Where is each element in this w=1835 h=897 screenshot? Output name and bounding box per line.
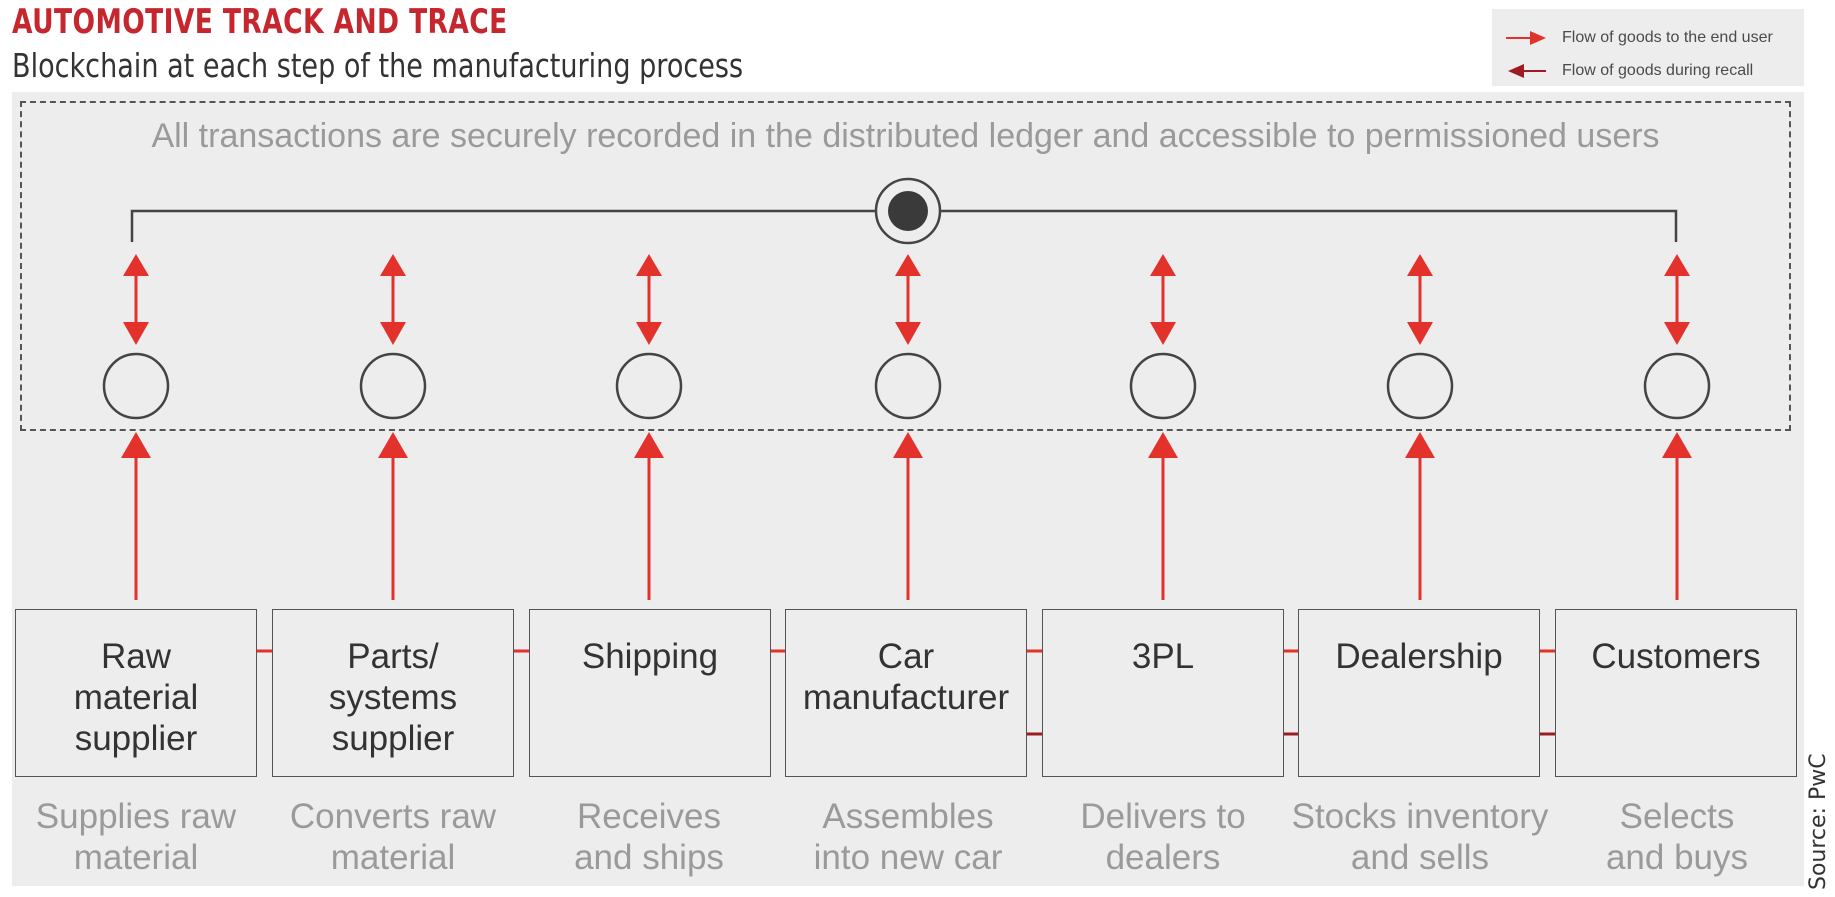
step-box: Shipping <box>529 609 771 777</box>
sync-arrow-up-6 <box>1407 254 1433 276</box>
sync-arrow-up-2 <box>380 254 406 276</box>
ledger-node-core <box>888 191 928 231</box>
record-arrow-head-1 <box>121 432 151 458</box>
record-arrow-head-7 <box>1662 432 1692 458</box>
step-box: Raw material supplier <box>15 609 257 777</box>
participant-node-1 <box>102 352 170 420</box>
participant-node-4 <box>874 352 942 420</box>
step-label: Customers <box>1591 637 1761 676</box>
distributed-ledger-box <box>20 101 1791 431</box>
step-description: Delivers to dealers <box>1080 797 1246 877</box>
step-label: Shipping <box>581 637 719 676</box>
recall-arrow-icon <box>1508 64 1546 78</box>
step-description: Assembles into new car <box>813 797 1003 877</box>
legend-label-recall: Flow of goods during recall <box>1562 62 1754 79</box>
sync-arrow-down-6 <box>1407 322 1433 345</box>
step-label: Car manufacturer <box>802 637 1010 717</box>
sync-arrow-up-3 <box>636 254 662 276</box>
sync-arrow-down-1 <box>123 322 149 345</box>
sync-arrow-up-1 <box>123 254 149 276</box>
record-arrow-head-2 <box>378 432 408 458</box>
step-label: Dealership <box>1335 637 1503 676</box>
ledger-caption: All transactions are securely recorded i… <box>151 117 1660 155</box>
sync-arrow-down-2 <box>380 322 406 345</box>
record-arrow-head-5 <box>1148 432 1178 458</box>
step-box: 3PL <box>1042 609 1284 777</box>
legend-label-forward: Flow of goods to the end user <box>1562 29 1773 46</box>
record-arrow-head-6 <box>1405 432 1435 458</box>
participant-node-7 <box>1643 352 1711 420</box>
sync-arrow-down-3 <box>636 322 662 345</box>
participant-node-3 <box>615 352 683 420</box>
step-description: Stocks inventory and sells <box>1291 797 1549 877</box>
step-box: Customers <box>1555 609 1797 777</box>
sync-arrow-down-7 <box>1664 322 1690 345</box>
step-description: Converts raw material <box>289 797 497 877</box>
legend-item-forward: Flow of goods to the end user <box>1492 25 1804 53</box>
page-title: AUTOMOTIVE TRACK AND TRACE <box>12 2 508 42</box>
participant-node-6 <box>1386 352 1454 420</box>
sync-arrow-up-4 <box>895 254 921 276</box>
step-box: Car manufacturer <box>785 609 1027 777</box>
sync-arrow-up-7 <box>1664 254 1690 276</box>
step-description: Receives and ships <box>574 797 724 877</box>
sync-arrow-down-4 <box>895 322 921 345</box>
source-note: Source: PwC <box>1806 753 1831 890</box>
step-description: Selects and buys <box>1605 797 1749 877</box>
legend-item-recall: Flow of goods during recall <box>1492 58 1804 86</box>
record-arrow-head-4 <box>893 432 923 458</box>
sync-arrow-down-5 <box>1150 322 1176 345</box>
step-box: Dealership <box>1298 609 1540 777</box>
forward-arrow-icon <box>1506 31 1546 45</box>
participant-node-5 <box>1129 352 1197 420</box>
step-label: Parts/ systems supplier <box>328 637 458 758</box>
sync-arrow-up-5 <box>1150 254 1176 276</box>
step-label: 3PL <box>1131 637 1195 676</box>
participant-node-2 <box>359 352 427 420</box>
page-subtitle: Blockchain at each step of the manufactu… <box>12 46 744 85</box>
legend: Flow of goods to the end user Flow of go… <box>1492 9 1804 86</box>
step-box: Parts/ systems supplier <box>272 609 514 777</box>
record-arrow-head-3 <box>634 432 664 458</box>
step-description: Supplies raw material <box>35 797 237 877</box>
step-label: Raw material supplier <box>73 637 199 758</box>
